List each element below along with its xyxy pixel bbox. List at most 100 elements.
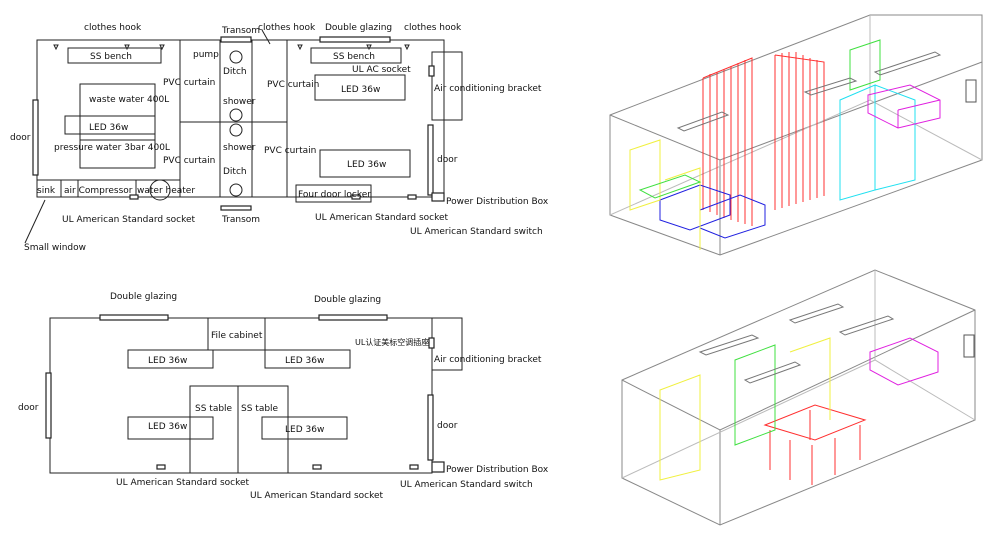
label-ss-table: SS table <box>195 404 233 414</box>
double-glazing <box>318 314 388 321</box>
water-heater <box>149 179 171 201</box>
floor-plan-1: clothes hook Transom clothes hook Double… <box>10 23 549 253</box>
label-ul-socket: UL American Standard socket <box>315 213 449 223</box>
label-led: LED 36w <box>285 425 324 435</box>
label-ul-switch: UL American Standard switch <box>410 227 543 237</box>
ac-socket <box>428 65 435 77</box>
leader-line <box>261 29 271 45</box>
label-ul-switch: UL American Standard switch <box>400 480 533 490</box>
label-ul-ac-socket: UL AC socket <box>352 65 411 75</box>
door-right <box>427 124 434 196</box>
isometric-view-2 <box>621 269 976 526</box>
ss-table <box>189 385 239 474</box>
waste-water-tank <box>79 83 156 141</box>
label-double-glazing: Double glazing <box>325 23 392 33</box>
label-pressure-water: pressure water 3bar 400L <box>54 143 170 153</box>
label-led: LED 36w <box>148 422 187 432</box>
label-water-heater: water heater <box>137 186 195 196</box>
label-power-distribution-box: Power Distribution Box <box>446 197 549 207</box>
double-glazing <box>99 314 169 321</box>
power-distribution-box <box>431 192 445 202</box>
door-left <box>32 99 39 176</box>
label-ac-bracket: Air conditioning bracket <box>434 84 542 94</box>
label-shower: shower <box>223 97 256 107</box>
switch <box>407 194 417 200</box>
label-led: LED 36w <box>89 123 128 133</box>
label-led: LED 36w <box>341 85 380 95</box>
file-cabinet <box>207 317 266 351</box>
water-tanks <box>659 184 766 239</box>
shower-partition <box>702 52 825 226</box>
label-ditch: Ditch <box>223 167 247 177</box>
ss-bench-left <box>67 47 162 64</box>
label-ul-socket: UL American Standard socket <box>62 215 196 225</box>
label-clothes-hook: clothes hook <box>258 23 316 33</box>
ss-bench-right <box>310 47 402 64</box>
tables <box>763 404 867 485</box>
label-ul-socket: UL American Standard socket <box>116 478 250 488</box>
pressure-water-tank <box>79 133 156 169</box>
socket <box>351 194 361 200</box>
label-file-cabinet: File cabinet <box>211 331 263 341</box>
led-fixture <box>314 74 406 101</box>
shower-cubicle <box>839 84 916 201</box>
four-door-locker <box>295 184 372 203</box>
socket <box>129 194 139 200</box>
led-fixture <box>319 149 411 178</box>
label-air-compressor: air Compressor <box>64 186 133 196</box>
led-fixture <box>127 416 214 440</box>
led-fixture <box>261 416 348 440</box>
label-ss-bench: SS bench <box>90 52 132 62</box>
label-ul-socket: UL American Standard socket <box>250 491 384 501</box>
isometric-view-1 <box>609 14 983 256</box>
label-shower: shower <box>223 143 256 153</box>
ceiling-lights <box>698 303 895 384</box>
ac-unit <box>963 334 975 358</box>
ac-cabinet <box>867 84 941 129</box>
double-glazing <box>319 36 391 43</box>
bench <box>638 39 881 199</box>
led-fixture <box>264 349 351 369</box>
hook-icon <box>404 44 410 51</box>
label-power-distribution-box: Power Distribution Box <box>446 465 549 475</box>
door-left <box>45 372 52 439</box>
label-led: LED 36w <box>148 356 187 366</box>
shower-icon <box>229 123 243 137</box>
ac-unit <box>965 79 977 103</box>
label-pvc-curtain: PVC curtain <box>163 156 215 166</box>
transom-top <box>220 36 252 43</box>
label-ac-bracket: Air conditioning bracket <box>434 355 542 365</box>
power-distribution-box <box>431 461 445 473</box>
label-door: door <box>437 421 458 431</box>
label-ditch: Ditch <box>223 67 247 77</box>
label-pvc-curtain: PVC curtain <box>264 146 316 156</box>
label-pump: pump <box>193 50 219 60</box>
label-led: LED 36w <box>285 356 324 366</box>
transom-bottom <box>220 205 252 211</box>
ac-bracket <box>431 51 463 121</box>
label-ss-bench: SS bench <box>333 52 375 62</box>
floor-plan-2: Double glazing Double glazing File cabin… <box>18 292 549 501</box>
hook-icon <box>124 44 130 51</box>
label-ul-ac-socket: UL认证美标空调插座 <box>355 337 429 347</box>
hook-icon <box>53 44 59 51</box>
label-double-glazing: Double glazing <box>110 292 177 302</box>
ac-socket <box>428 337 435 349</box>
label-transom: Transom <box>221 26 260 36</box>
label-four-door-locker: Four door locker <box>298 190 371 200</box>
furniture <box>629 139 701 250</box>
switch <box>409 464 419 470</box>
label-sink: sink <box>37 186 56 196</box>
label-waste-water: waste water 400L <box>89 95 169 105</box>
file-cabinet <box>734 344 776 446</box>
label-door: door <box>18 403 39 413</box>
label-door: door <box>437 155 458 165</box>
label-pvc-curtain: PVC curtain <box>163 78 215 88</box>
label-door: door <box>10 133 31 143</box>
label-clothes-hook: clothes hook <box>84 23 142 33</box>
label-small-window: Small window <box>24 243 86 253</box>
hook-icon <box>159 44 165 51</box>
label-clothes-hook: clothes hook <box>404 23 462 33</box>
hook-icon <box>297 44 303 51</box>
